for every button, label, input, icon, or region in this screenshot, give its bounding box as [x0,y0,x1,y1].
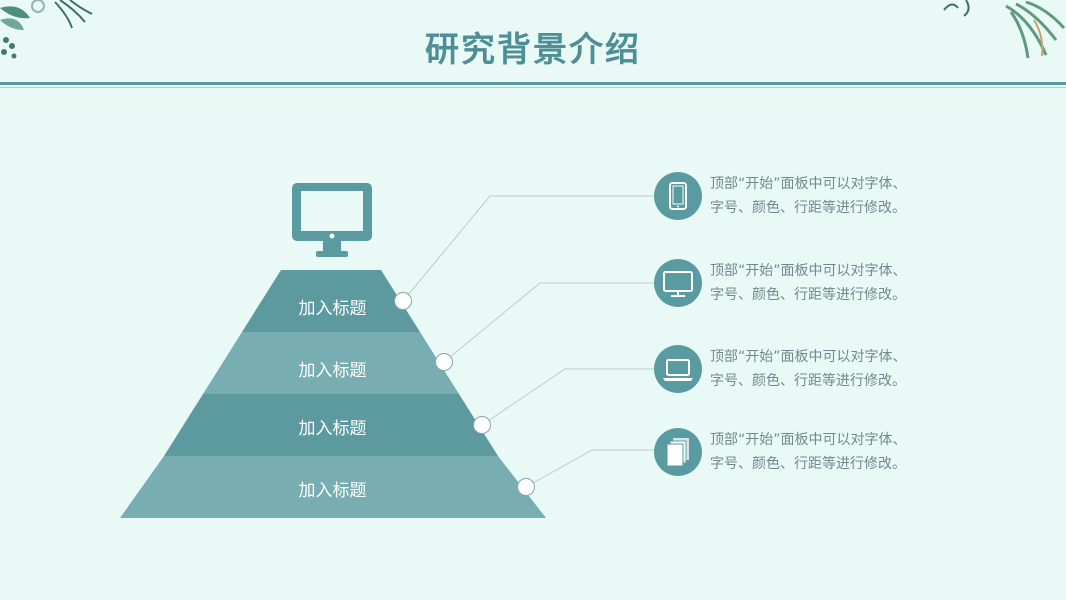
item-description-line: 顶部“开始”面板中可以对字体、 [710,432,907,448]
monitor-icon [663,271,693,297]
leaf-decoration-top-right [943,0,1066,59]
connector-line-1 [402,195,655,302]
pyramid-layer-label: 加入标题 [298,419,367,439]
pyramid-layer-label: 加入标题 [298,299,367,319]
connector-line-3 [481,368,655,426]
item-description-line: 顶部“开始”面板中可以对字体、 [710,263,907,279]
item-description: 顶部“开始”面板中可以对字体、 字号、颜色、行距等进行修改。 [710,259,970,307]
title-divider-thin [0,87,1066,88]
item-icon-circle [654,172,702,220]
connector-line-4 [525,449,655,488]
laptop-icon [663,359,693,381]
pyramid-layer-3 [164,394,498,456]
pyramid-layer-label: 加入标题 [298,361,367,381]
item-description-line: 字号、颜色、行距等进行修改。 [710,373,906,389]
item-description: 顶部“开始”面板中可以对字体、 字号、颜色、行距等进行修改。 [710,345,970,393]
item-description: 顶部“开始”面板中可以对字体、 字号、颜色、行距等进行修改。 [710,172,970,220]
pyramid-layer-label: 加入标题 [298,481,367,501]
item-description-line: 字号、颜色、行距等进行修改。 [710,287,906,303]
pyramid-layer-1 [242,270,420,332]
pyramid-layer-4 [120,456,546,518]
leaf-decoration-top-left [0,0,93,59]
connector-line-2 [443,282,655,363]
monitor-top-icon [292,183,372,257]
item-description-line: 字号、颜色、行距等进行修改。 [710,200,906,216]
tablet-icon [669,182,687,210]
page-title: 研究背景介绍 [425,30,641,70]
title-divider [0,82,1066,85]
connector-knob-1 [394,292,412,310]
item-icon-circle [654,428,702,476]
connector-knob-3 [473,416,491,434]
item-icon-circle [654,259,702,307]
documents-icon [666,438,689,467]
pyramid-layer-2 [203,332,459,394]
item-description-line: 顶部“开始”面板中可以对字体、 [710,349,907,365]
connector-knob-2 [435,353,453,371]
item-icon-circle [654,345,702,393]
item-description-line: 顶部“开始”面板中可以对字体、 [710,176,907,192]
item-description: 顶部“开始”面板中可以对字体、 字号、颜色、行距等进行修改。 [710,428,970,476]
item-description-line: 字号、颜色、行距等进行修改。 [710,456,906,472]
connector-knob-4 [517,478,535,496]
